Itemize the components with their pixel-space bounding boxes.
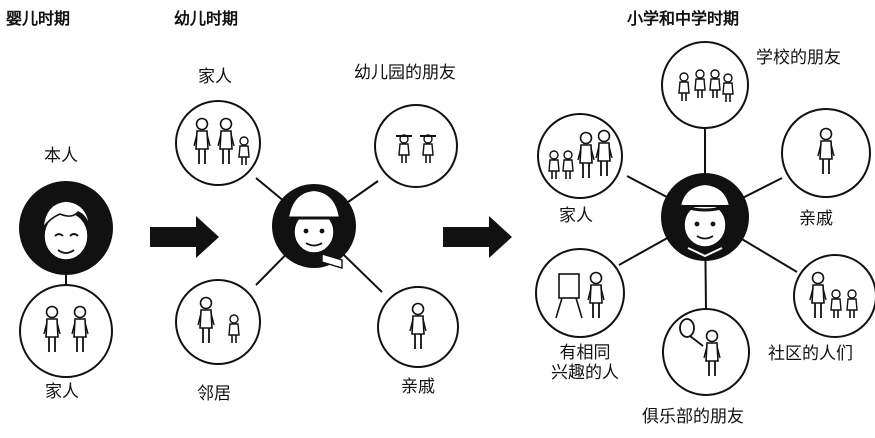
infancy-group <box>19 181 113 378</box>
family-icon <box>537 113 623 199</box>
self-label: 本人 <box>44 146 78 166</box>
child-with-hat-icon <box>272 184 356 269</box>
kindergarten-friends-icon <box>374 104 458 188</box>
community-icon <box>793 254 875 338</box>
right-arrow-icon <box>150 216 219 258</box>
early-childhood-title: 幼儿时期 <box>174 9 239 28</box>
baby-face-icon <box>19 181 113 275</box>
school-friends-label: 学校的朋友 <box>756 48 841 68</box>
parents-icon <box>19 284 113 378</box>
same-interest-icon <box>535 248 625 338</box>
neighbors-icon <box>175 279 261 365</box>
right-arrow-icon <box>443 216 512 258</box>
infancy-family-label: 家人 <box>45 382 79 402</box>
club-friends-icon <box>662 308 750 396</box>
student-with-cap-icon <box>661 173 749 261</box>
early-relatives-label: 亲戚 <box>401 377 435 397</box>
relatives-icon <box>377 286 459 368</box>
school-relatives-label: 亲戚 <box>799 209 833 229</box>
same-interest-label: 有相同 兴趣的人 <box>551 343 619 383</box>
neighbors-label: 邻居 <box>197 384 231 404</box>
school-family-label: 家人 <box>559 206 593 226</box>
relatives-icon <box>781 108 871 198</box>
early-childhood-group <box>175 100 459 368</box>
early-family-label: 家人 <box>198 67 232 87</box>
club-friends-label: 俱乐部的朋友 <box>642 407 744 427</box>
kindergarten-friends-label: 幼儿园的朋友 <box>354 63 456 83</box>
community-label: 社区的人们 <box>768 344 853 364</box>
school-age-title: 小学和中学时期 <box>627 9 740 28</box>
family-icon <box>175 100 261 186</box>
infancy-title: 婴儿时期 <box>6 9 71 28</box>
school-friends-icon <box>661 41 749 129</box>
school-age-group <box>535 41 875 396</box>
